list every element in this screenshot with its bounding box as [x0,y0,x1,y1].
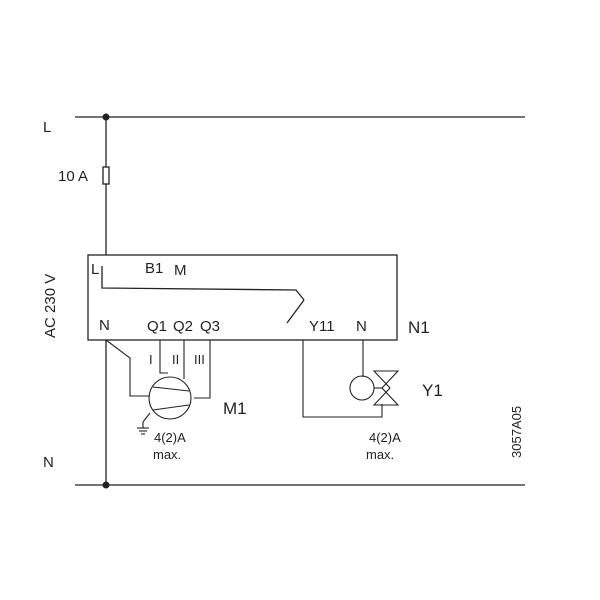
valve-rating-note: max. [366,447,394,462]
motor-stage-2-label: II [172,352,179,367]
terminal-q3-label: Q3 [200,318,220,335]
terminal-q1-label: Q1 [147,318,167,335]
motor-neutral-wire [105,339,150,397]
valve-rating: 4(2)A [369,430,401,445]
motor-symbol [148,376,192,420]
controller-id: N1 [408,318,430,337]
terminal-m-label: M [174,262,187,279]
valve-actuator-symbol [349,375,375,401]
valve-body-symbol [372,370,400,406]
terminal-neutral-label: N [99,317,110,334]
live-line-label: L [43,119,51,136]
motor-stage-3-wire [194,340,211,399]
motor-symbol-line-upper [152,386,190,392]
controller-box [87,254,398,341]
motor-id: M1 [223,399,247,418]
internal-live-wire [101,266,305,301]
earth-wire [142,412,151,423]
motor-stage-1-label: I [149,352,153,367]
terminal-neutral-2-label: N [356,318,367,335]
motor-rating-note: max. [153,447,181,462]
valve-id: Y1 [422,381,443,400]
terminal-b1-label: B1 [145,260,163,277]
motor-symbol-line-lower [152,404,190,411]
neutral-line-label: N [43,454,54,471]
motor-stage-3-label: III [194,352,205,367]
terminal-q2-label: Q2 [173,318,193,335]
motor-stage-1-wire [159,340,168,374]
terminal-y11-label: Y11 [309,318,335,335]
drawing-number: 3057A05 [509,406,524,458]
supply-voltage-label: AC 230 V [42,274,59,338]
relay-contact [286,299,305,324]
terminal-live-label: L [91,261,99,278]
motor-rating: 4(2)A [154,430,186,445]
fuse-rating: 10 A [58,168,88,185]
fuse [102,166,110,185]
valve-y11-wire [302,340,383,418]
